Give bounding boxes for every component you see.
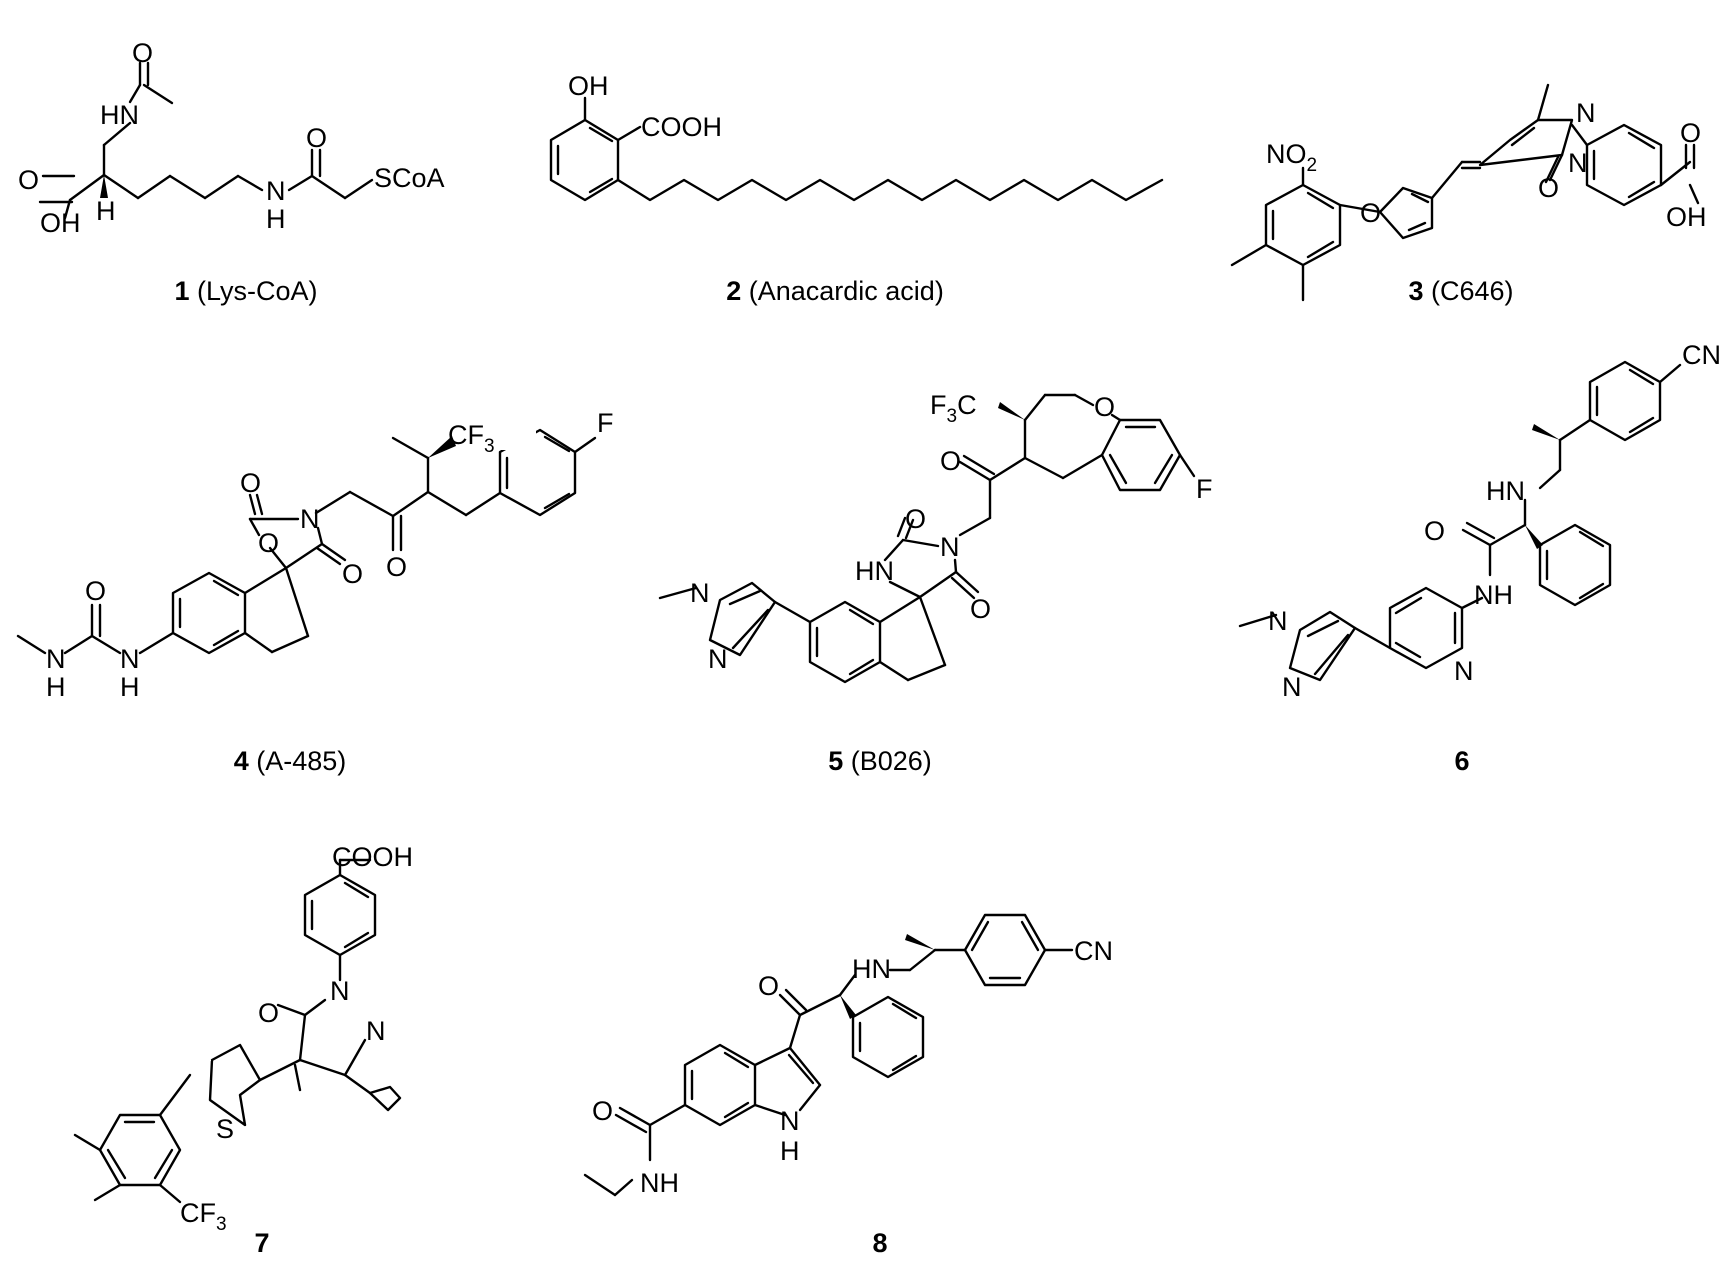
compound-4-label: 4 (A-485) [234,746,347,776]
c3-n-a: N [1576,98,1596,128]
compound-6-structure: N N N NH O HN CN [1238,340,1721,702]
compound-2-number: 2 [726,276,741,306]
c1-o-left: O [18,165,39,195]
c3-n-b: N [1568,148,1588,178]
c4-cf3-sub: 3 [484,436,495,457]
c5-o-ketone: O [940,446,961,476]
compound-3-name: (C646) [1431,276,1514,306]
c5-n-ring: N [940,532,960,562]
c7-n1: N [330,976,350,1006]
c1-o-top: O [132,38,153,68]
compound-5-name: (B026) [851,746,932,776]
c5-n-me: N [690,578,710,608]
compound-7-structure: COOH O N N S CF3 [73,842,413,1235]
c8-cn: CN [1074,936,1113,966]
compound-4-number: 4 [234,746,249,776]
compound-5-number: 5 [828,746,843,776]
c5-f3c-sub: 3 [947,406,958,427]
compound-2-name: (Anacardic acid) [749,276,944,306]
c5-f3c: F3C [930,390,977,427]
c5-o-c2: O [970,594,991,624]
c4-h2: H [120,672,140,702]
c4-o-ring: O [258,528,279,558]
c7-cf3: CF3 [180,1198,227,1235]
c6-cn: CN [1682,340,1721,370]
compound-1-label: 1 (Lys-CoA) [174,276,317,306]
c8-nh-ind: N [780,1106,800,1136]
c3-no2-sub: 2 [1307,155,1318,176]
compound-6-label: 6 [1454,746,1469,776]
c2-cooh: COOH [641,112,722,142]
compound-2-structure: OH COOH [549,71,1164,202]
compound-6-number: 6 [1454,746,1469,776]
c1-o-amide: O [306,123,327,153]
c6-n-pz: N [1282,672,1302,702]
c4-n1: N [46,644,66,674]
c4-n-ring: N [300,504,320,534]
c4-h1: H [46,672,66,702]
c5-f: F [1196,474,1213,504]
compound-7-number: 7 [254,1228,269,1258]
c3-no2-main: NO [1266,139,1307,169]
c1-nh-h: H [266,204,286,234]
c8-o-ketone: O [758,971,779,1001]
c4-o-c1: O [240,468,261,498]
c1-nh-n: N [266,176,286,206]
c5-f3c-f: F [930,390,947,420]
c4-cf3-main: CF [448,420,484,450]
c6-o: O [1424,516,1445,546]
c3-no2: NO2 [1266,139,1317,176]
c1-hn: HN [100,100,139,130]
c7-n2: N [366,1016,386,1046]
c1-scoa: SCoA [374,163,445,193]
compound-8-label: 8 [872,1228,887,1258]
compound-4-name: (A-485) [256,746,346,776]
compound-4-structure: O N H N H O O N O O CF3 F [16,408,614,702]
c8-o-amide: O [592,1096,613,1126]
c5-hn: HN [855,556,894,586]
compound-5-structure: N N HN O N O O F3C O F [658,390,1213,684]
c4-o-c2: O [342,559,363,589]
c4-o-ketone: O [386,552,407,582]
c7-cooh: COOH [332,842,413,872]
c6-hn: HN [1486,476,1525,506]
c7-o: O [258,998,279,1028]
c5-f3c-c: C [957,390,977,420]
compound-1-name: (Lys-CoA) [197,276,318,306]
c1-h: H [96,196,116,226]
c5-n-pz: N [708,644,728,674]
c3-o-furan: O [1360,198,1381,228]
c4-o-urea: O [85,576,106,606]
c7-s: S [216,1114,234,1144]
c6-nh: NH [1474,580,1513,610]
compound-3-number: 3 [1408,276,1423,306]
c8-hn: HN [852,954,891,984]
c5-o-c1: O [905,504,926,534]
compound-7-label: 7 [254,1228,269,1258]
compound-2-label: 2 (Anacardic acid) [726,276,944,306]
compound-3-structure: NO2 O N N O O OH [1230,83,1707,302]
c7-cf3-main: CF [180,1198,216,1228]
c2-oh: OH [568,71,609,101]
c6-n-me: N [1268,606,1288,636]
c3-o-keto: O [1538,173,1559,203]
c7-cf3-sub: 3 [216,1214,227,1235]
c8-nh: NH [640,1168,679,1198]
c4-f: F [597,408,614,438]
c8-h-ind: H [780,1136,800,1166]
c6-n-py: N [1454,656,1474,686]
c3-oh: OH [1666,202,1707,232]
c3-o-acid: O [1680,118,1701,148]
compound-5-label: 5 (B026) [828,746,932,776]
c4-n2: N [120,644,140,674]
c5-o-ring: O [1094,392,1115,422]
compound-8-structure: O NH N H O HN CN [583,913,1113,1198]
c4-cf3: CF3 [448,420,495,457]
compound-8-number: 8 [872,1228,887,1258]
compound-1-number: 1 [174,276,189,306]
compound-1-structure: O HN O OH H O N H SCoA [18,38,445,238]
compound-3-label: 3 (C646) [1408,276,1513,306]
c1-oh: OH [40,208,81,238]
